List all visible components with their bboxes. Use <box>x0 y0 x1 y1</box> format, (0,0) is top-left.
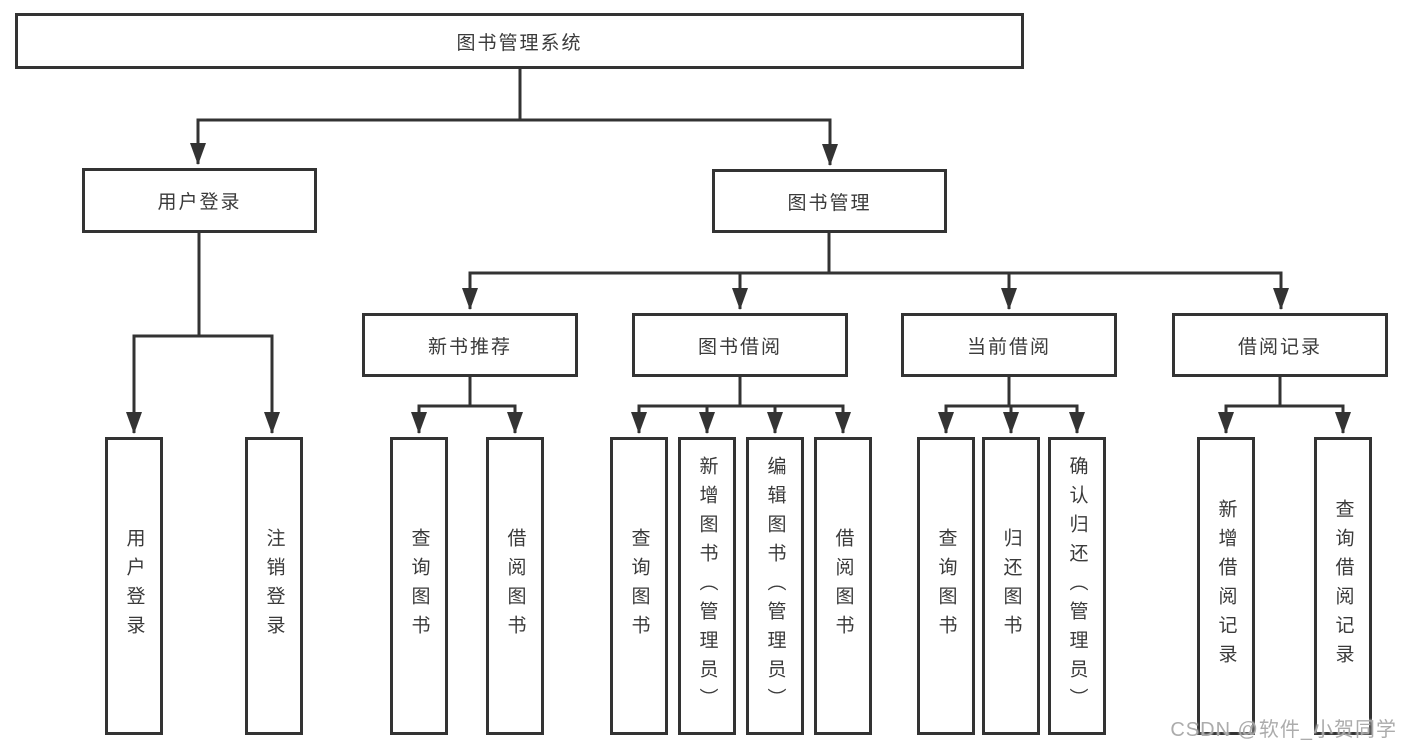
leaf-label: 查询图书 <box>628 528 650 644</box>
leaf-query-books-current: 查询图书 <box>917 437 975 735</box>
leaf-query-borrow-record: 查询借阅记录 <box>1314 437 1372 735</box>
leaf-edit-books-admin: 编辑图书（管理员） <box>746 437 804 735</box>
leaf-query-books-borrow: 查询图书 <box>610 437 668 735</box>
leaf-label: 归还图书 <box>1000 528 1022 644</box>
leaf-label: 查询图书 <box>935 528 957 644</box>
leaf-label: 新增借阅记录 <box>1215 499 1237 673</box>
leaf-logout: 注销登录 <box>245 437 303 735</box>
leaf-user-login: 用户登录 <box>105 437 163 735</box>
leaf-borrow-books-recommend: 借阅图书 <box>486 437 544 735</box>
leaf-label: 用户登录 <box>123 528 145 644</box>
node-new-book-recommend: 新书推荐 <box>362 313 578 377</box>
leaf-label: 注销登录 <box>263 528 285 644</box>
leaf-add-borrow-record: 新增借阅记录 <box>1197 437 1255 735</box>
node-user-login: 用户登录 <box>82 168 317 233</box>
leaf-add-books-admin: 新增图书（管理员） <box>678 437 736 735</box>
node-root-system: 图书管理系统 <box>15 13 1024 69</box>
leaf-borrow-books: 借阅图书 <box>814 437 872 735</box>
node-borrow-records: 借阅记录 <box>1172 313 1388 377</box>
leaf-label: 确认归还（管理员） <box>1066 455 1088 717</box>
leaf-label: 编辑图书（管理员） <box>764 455 786 717</box>
node-book-management: 图书管理 <box>712 169 947 233</box>
leaf-label: 查询借阅记录 <box>1332 499 1354 673</box>
watermark: CSDN @软件_小贺同学 <box>1170 719 1397 741</box>
leaf-query-books-recommend: 查询图书 <box>390 437 448 735</box>
node-book-borrow: 图书借阅 <box>632 313 848 377</box>
leaf-confirm-return-admin: 确认归还（管理员） <box>1048 437 1106 735</box>
leaf-label: 借阅图书 <box>832 528 854 644</box>
leaf-label: 查询图书 <box>408 528 430 644</box>
node-current-borrow: 当前借阅 <box>901 313 1117 377</box>
leaf-label: 新增图书（管理员） <box>696 455 718 717</box>
leaf-return-books: 归还图书 <box>982 437 1040 735</box>
leaf-label: 借阅图书 <box>504 528 526 644</box>
